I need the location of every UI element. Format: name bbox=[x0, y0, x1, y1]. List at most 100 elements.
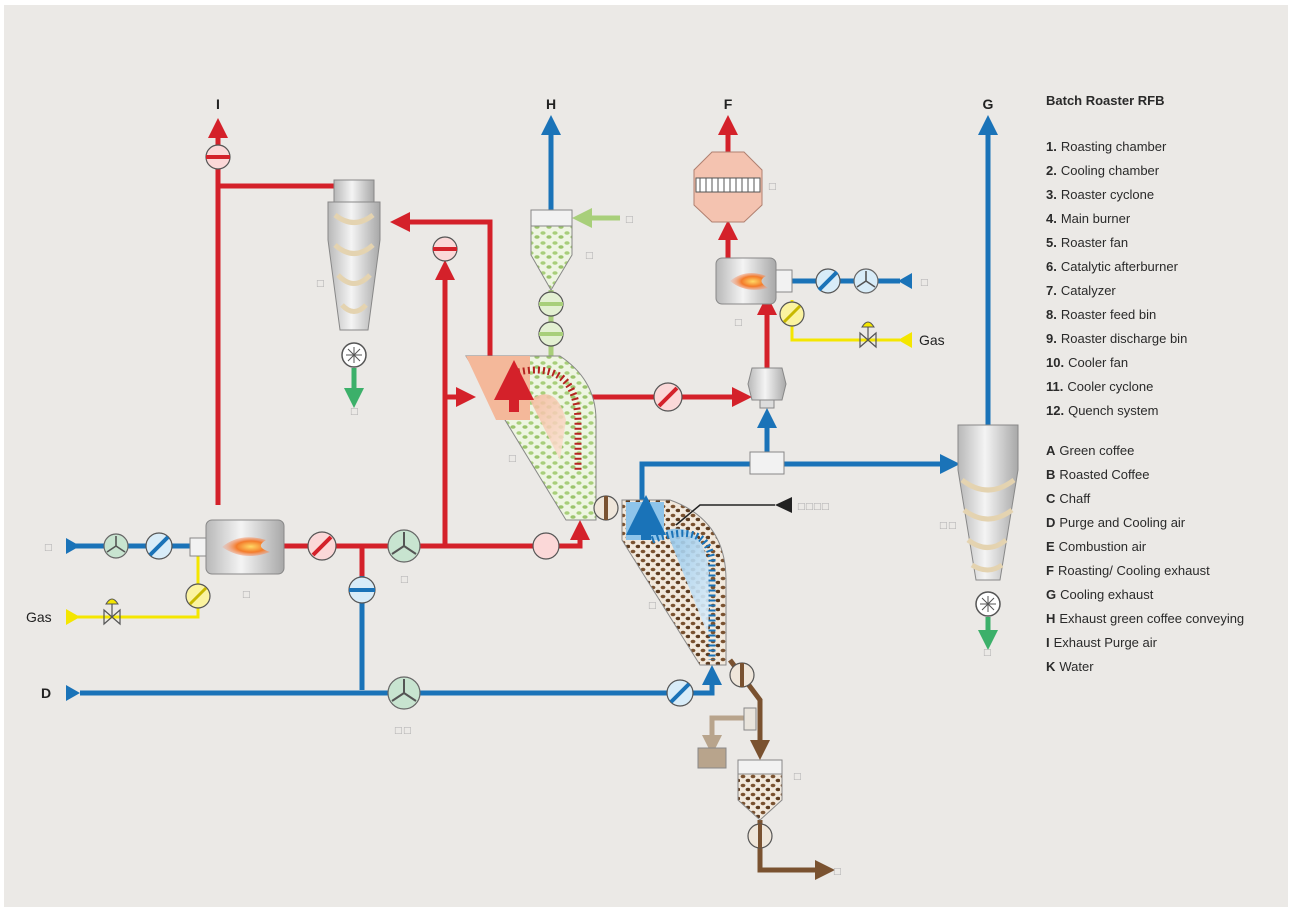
legend-text: Water bbox=[1059, 659, 1094, 674]
legend-text: Roasting/ Cooling exhaust bbox=[1057, 563, 1210, 578]
marker-feed-in: □ bbox=[625, 215, 634, 225]
inlet-combustion-air-icon bbox=[66, 538, 80, 554]
marker-cooling-chamber: □ bbox=[648, 601, 657, 611]
main-burner bbox=[189, 519, 285, 575]
legend-text: Chaff bbox=[1059, 491, 1091, 506]
legend-text: Roasted Coffee bbox=[1059, 467, 1150, 482]
valve-exhaust-red-icon bbox=[653, 382, 683, 412]
legend-letter: I bbox=[1046, 635, 1050, 650]
marker-roasted-out: □ bbox=[833, 867, 842, 877]
legend-text: Roaster cyclone bbox=[1060, 187, 1155, 202]
legend-item: 4.Main burner bbox=[1046, 210, 1286, 234]
legend-item: 6.Catalytic afterburner bbox=[1046, 258, 1286, 282]
legend-text: Cooling chamber bbox=[1060, 163, 1160, 178]
legend-spacer bbox=[1046, 426, 1286, 442]
legend-item: 5.Roaster fan bbox=[1046, 234, 1286, 258]
catalyzer bbox=[693, 151, 763, 223]
legend-number: 11. bbox=[1046, 379, 1064, 394]
legend: Batch Roaster RFB 1.Roasting chamber 2.C… bbox=[1046, 93, 1286, 682]
legend-title: Batch Roaster RFB bbox=[1046, 93, 1165, 108]
catalytic-afterburner bbox=[715, 257, 793, 305]
legend-item: 1.Roasting chamber bbox=[1046, 138, 1286, 162]
marker-quench-3: □ bbox=[813, 502, 822, 512]
legend-text: Combustion air bbox=[1058, 539, 1147, 554]
legend-letter: G bbox=[1046, 587, 1057, 602]
legend-text: Catalytic afterburner bbox=[1060, 259, 1178, 274]
legend-letter: B bbox=[1046, 467, 1056, 482]
combustion-fan-icon bbox=[103, 533, 129, 559]
marker-cooler-fan-1: □ bbox=[394, 726, 403, 736]
valve-bin-out-icon bbox=[747, 823, 773, 849]
afterburner-separator bbox=[747, 367, 787, 475]
legend-number: 6. bbox=[1046, 259, 1057, 274]
marker-chaff-cyclone-out: □ bbox=[983, 648, 992, 658]
marker-discharge-bin: □ bbox=[793, 772, 802, 782]
inlet-d-air-icon bbox=[66, 685, 80, 701]
marker-burner: □ bbox=[242, 590, 251, 600]
legend-item: 9.Roaster discharge bin bbox=[1046, 330, 1286, 354]
legend-number: 8. bbox=[1046, 307, 1057, 322]
cooling-chamber bbox=[621, 495, 727, 666]
stream-label-g: G bbox=[983, 96, 994, 112]
legend-number: 5. bbox=[1046, 235, 1057, 250]
legend-item: 12.Quench system bbox=[1046, 402, 1286, 426]
legend-letter: A bbox=[1046, 443, 1056, 458]
chaff-separator bbox=[743, 707, 757, 731]
valves bbox=[145, 144, 841, 849]
legend-letter: F bbox=[1046, 563, 1054, 578]
valve-return-icon bbox=[432, 236, 458, 262]
gas-label-burner: Gas bbox=[26, 609, 52, 625]
fans bbox=[103, 268, 879, 710]
legend-item: 8.Roaster feed bin bbox=[1046, 306, 1286, 330]
valve-gas-burner-icon bbox=[185, 583, 211, 609]
marker-cooler-fan-2: □ bbox=[403, 726, 412, 736]
legend-text: Cooling exhaust bbox=[1060, 587, 1154, 602]
legend-text: Exhaust Purge air bbox=[1053, 635, 1157, 650]
legend-number: 4. bbox=[1046, 211, 1057, 226]
legend-letter: C bbox=[1046, 491, 1056, 506]
marker-quench-1: □ bbox=[797, 502, 806, 512]
stream-label-h: H bbox=[546, 96, 556, 112]
legend-text: Cooler fan bbox=[1068, 355, 1129, 370]
legend-number: 2. bbox=[1046, 163, 1057, 178]
marker-quench-2: □ bbox=[805, 502, 814, 512]
legend-item: 3.Roaster cyclone bbox=[1046, 186, 1286, 210]
legend-number: 9. bbox=[1046, 331, 1057, 346]
valve-feed-2-icon bbox=[538, 321, 564, 347]
chaff-line bbox=[702, 715, 750, 755]
legend-text: Roaster discharge bin bbox=[1060, 331, 1188, 346]
inlet-afterburner-air-icon bbox=[898, 273, 912, 289]
legend-letter: E bbox=[1046, 539, 1055, 554]
marker-chaff-out: □ bbox=[350, 407, 359, 417]
legend-text: Roaster feed bin bbox=[1060, 307, 1157, 322]
inlet-gas-burner-icon bbox=[66, 609, 80, 625]
valve-afterburner-air-icon bbox=[815, 268, 841, 294]
legend-number: 3. bbox=[1046, 187, 1057, 202]
pipes-cool-air bbox=[70, 115, 998, 696]
legend-letter: H bbox=[1046, 611, 1056, 626]
roaster-fan-icon bbox=[387, 529, 421, 563]
legend-text: Cooler cyclone bbox=[1067, 379, 1154, 394]
legend-number: 7. bbox=[1046, 283, 1057, 298]
roaster-discharge-bin bbox=[737, 759, 783, 821]
marker-quench-4: □ bbox=[821, 502, 830, 512]
marker-cooler-cyclone-2: □ bbox=[948, 521, 957, 531]
chaff-container bbox=[697, 747, 727, 769]
stream-label-f: F bbox=[724, 96, 733, 112]
inlet-gas-afterburner-icon bbox=[898, 332, 912, 348]
legend-number: 1. bbox=[1046, 139, 1057, 154]
legend-letter: K bbox=[1046, 659, 1056, 674]
valve-feed-1-icon bbox=[538, 291, 564, 317]
valve-gas-afterburner-icon bbox=[779, 301, 805, 327]
cooler-fan-icon bbox=[387, 676, 421, 710]
valve-cooling-icon bbox=[666, 679, 694, 707]
